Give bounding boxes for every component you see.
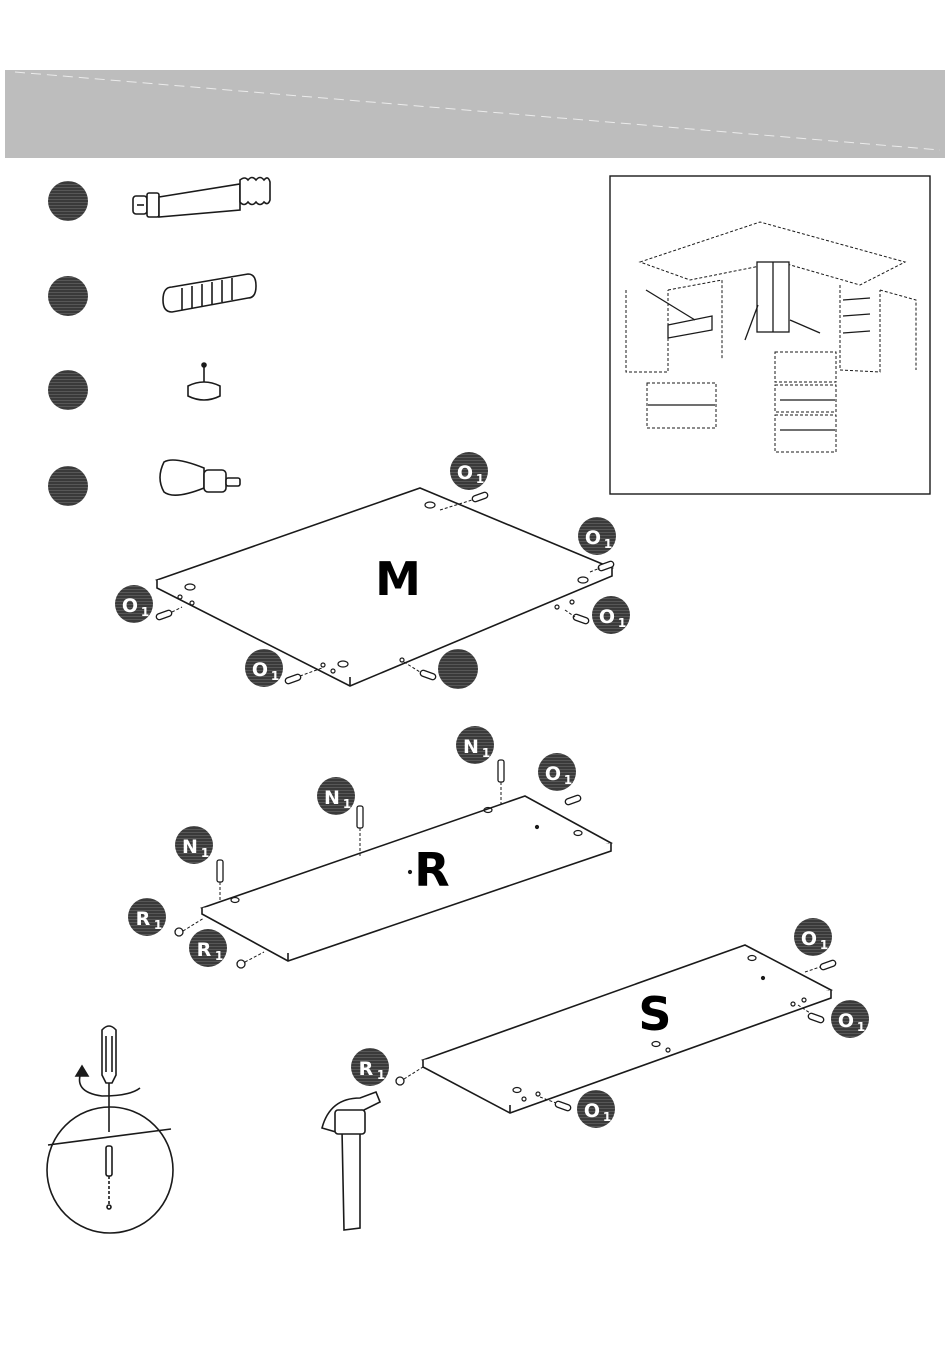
connector-pin-icon bbox=[160, 460, 240, 495]
hardware-badge-2 bbox=[48, 276, 88, 316]
callout-n1: N 1 bbox=[317, 777, 355, 815]
svg-text:1: 1 bbox=[820, 938, 828, 952]
svg-text:O: O bbox=[801, 928, 817, 950]
svg-text:O: O bbox=[585, 527, 601, 549]
board-r-label: R bbox=[414, 843, 449, 897]
svg-text:1: 1 bbox=[343, 797, 351, 811]
hardware-badge-3 bbox=[48, 370, 88, 410]
svg-text:1: 1 bbox=[603, 1110, 611, 1124]
svg-text:O: O bbox=[252, 659, 268, 681]
svg-text:1: 1 bbox=[201, 846, 209, 860]
svg-text:N: N bbox=[463, 736, 479, 758]
svg-text:O: O bbox=[122, 595, 138, 617]
svg-text:1: 1 bbox=[271, 669, 279, 683]
wooden-dowel-icon bbox=[163, 274, 256, 312]
callout-o1: O 1 bbox=[578, 517, 616, 555]
svg-text:R: R bbox=[359, 1058, 374, 1080]
svg-text:R: R bbox=[197, 939, 212, 961]
hardware-badge-board-m bbox=[438, 649, 478, 689]
callout-r1: R 1 bbox=[189, 929, 227, 967]
svg-text:1: 1 bbox=[377, 1068, 385, 1082]
svg-text:O: O bbox=[599, 606, 615, 628]
callout-o1: O 1 bbox=[577, 1090, 615, 1128]
svg-text:N: N bbox=[324, 787, 340, 809]
hardware-badge-4 bbox=[48, 466, 88, 506]
svg-text:1: 1 bbox=[154, 918, 162, 932]
svg-text:1: 1 bbox=[618, 616, 626, 630]
screwdriver-icon bbox=[47, 1026, 173, 1233]
svg-text:O: O bbox=[457, 462, 473, 484]
svg-text:N: N bbox=[182, 836, 198, 858]
svg-text:R: R bbox=[136, 908, 151, 930]
cam-lock-bolt-icon bbox=[133, 178, 270, 218]
svg-text:1: 1 bbox=[857, 1020, 865, 1034]
callout-o1: O 1 bbox=[115, 585, 153, 623]
callout-n1: N 1 bbox=[175, 826, 213, 864]
svg-text:O: O bbox=[838, 1010, 854, 1032]
callout-o1: O 1 bbox=[592, 596, 630, 634]
board-s: S bbox=[396, 945, 837, 1113]
callout-n1: N 1 bbox=[456, 726, 494, 764]
overview-inset bbox=[610, 176, 930, 494]
callout-r1: R 1 bbox=[128, 898, 166, 936]
glide-foot-icon bbox=[188, 363, 220, 400]
svg-text:1: 1 bbox=[564, 773, 572, 787]
svg-text:O: O bbox=[584, 1100, 600, 1122]
callout-o1: O 1 bbox=[245, 649, 283, 687]
hardware-badge-1 bbox=[48, 181, 88, 221]
callout-o1: O 1 bbox=[794, 918, 832, 956]
svg-text:1: 1 bbox=[482, 746, 490, 760]
callout-r1: R 1 bbox=[351, 1048, 389, 1086]
callout-o1: O 1 bbox=[831, 1000, 869, 1038]
hammer-icon bbox=[322, 1092, 380, 1230]
callout-o1: O 1 bbox=[538, 753, 576, 791]
board-m: M bbox=[155, 488, 614, 689]
board-r: R bbox=[175, 760, 611, 968]
svg-text:1: 1 bbox=[141, 605, 149, 619]
svg-text:O: O bbox=[545, 763, 561, 785]
board-m-label: M bbox=[375, 552, 421, 606]
board-s-label: S bbox=[638, 987, 671, 1041]
svg-text:1: 1 bbox=[215, 949, 223, 963]
svg-text:1: 1 bbox=[604, 537, 612, 551]
callout-o1: O 1 bbox=[450, 452, 488, 490]
svg-text:1: 1 bbox=[476, 472, 484, 486]
